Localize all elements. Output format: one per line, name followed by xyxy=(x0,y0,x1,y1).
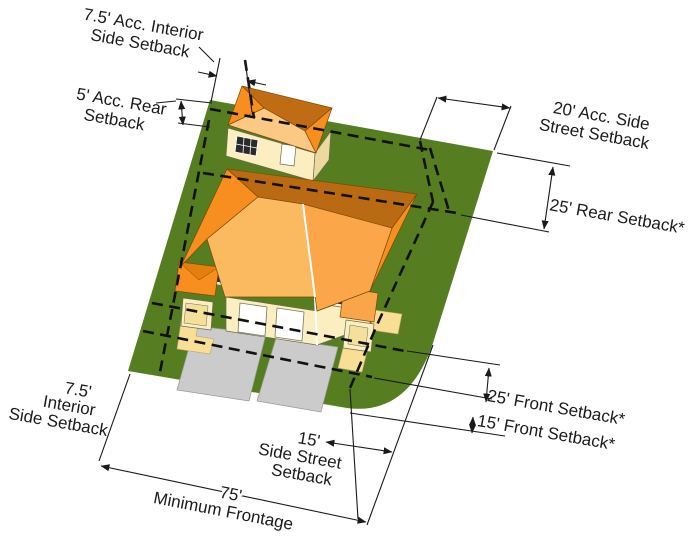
setback-line-interior-side xyxy=(158,119,211,373)
accessory-building xyxy=(225,85,333,182)
dim-acc-street-line xyxy=(437,95,511,111)
label-interior-side: 7.5' Interior Side Setback xyxy=(7,378,109,440)
label-acc-rear: 5' Acc. Rear Setback xyxy=(75,84,168,134)
accessory-roof xyxy=(227,85,333,154)
dim-acc-rear-line xyxy=(178,100,186,126)
dim-frontage-ext-left xyxy=(98,373,131,462)
label-side-street-line1: 15' xyxy=(296,428,321,451)
label-frontage: 75' Minimum Frontage xyxy=(150,480,298,536)
dim-acc-street-ext-b xyxy=(493,105,512,151)
setback-line-acc-rear xyxy=(209,107,431,152)
dim-acc-interior-arrow-right xyxy=(246,79,267,87)
label-rear-setback-text: 25' Rear Setback* xyxy=(548,195,686,237)
label-rear-setback: 25' Rear Setback* xyxy=(548,195,686,237)
dim-front-ext-15 xyxy=(373,377,493,400)
setback-line-front-15 xyxy=(142,329,373,379)
dim-side-street-line xyxy=(325,439,393,455)
porch-left-opening xyxy=(183,302,209,327)
porch-right-opening xyxy=(347,324,369,348)
dim-rear-line xyxy=(541,166,556,230)
label-side-street: 15' Side Street Setback xyxy=(257,428,343,489)
dim-front-ext-lotline xyxy=(349,412,506,437)
accessory-window-mullions xyxy=(235,137,258,155)
setback-line-acc-side-street xyxy=(418,140,435,203)
label-interior-side-line1: 7.5' xyxy=(63,378,93,401)
dim-acc-interior-arrow-left xyxy=(197,70,218,78)
garage-door-right xyxy=(274,307,305,342)
porch-left-roof-hip xyxy=(178,261,220,281)
dim-rear-ext-b xyxy=(460,214,550,233)
roof-party-line xyxy=(302,203,316,298)
porch-left xyxy=(174,261,220,331)
dim-frontage-ext-right xyxy=(366,344,434,526)
garage-door-left xyxy=(237,302,268,337)
roof-left-front-plane xyxy=(206,196,316,298)
main-roof xyxy=(180,168,418,312)
dim-rear-ext-a xyxy=(496,152,571,167)
dim-front-15-line xyxy=(468,416,477,434)
dim-front-25-line xyxy=(483,367,492,403)
label-acc-interior-side: 7.5' Acc. Interior Side Setback xyxy=(82,5,205,62)
dim-acc-interior-ext-a xyxy=(210,57,221,103)
dimensions xyxy=(98,46,571,526)
setback-line-side-street-upper xyxy=(428,147,451,212)
dim-acc-rear-tick-top xyxy=(175,98,213,104)
label-acc-side-street: 20' Acc. Side Street Setback xyxy=(538,98,652,153)
setback-line-side-street-lower xyxy=(348,201,435,389)
dim-frontage-line xyxy=(100,464,367,524)
dim-acc-street-ext-a xyxy=(419,96,438,141)
party-wall-line xyxy=(314,296,318,346)
dim-front-ext-25 xyxy=(406,350,501,366)
dim-acc-interior-leader xyxy=(198,46,215,63)
main-house xyxy=(174,168,418,353)
dim-acc-rear-leader xyxy=(155,100,177,104)
setback-line-rear-25 xyxy=(202,171,458,215)
setback-line-front-25 xyxy=(151,301,406,353)
accessory-door xyxy=(279,143,297,167)
